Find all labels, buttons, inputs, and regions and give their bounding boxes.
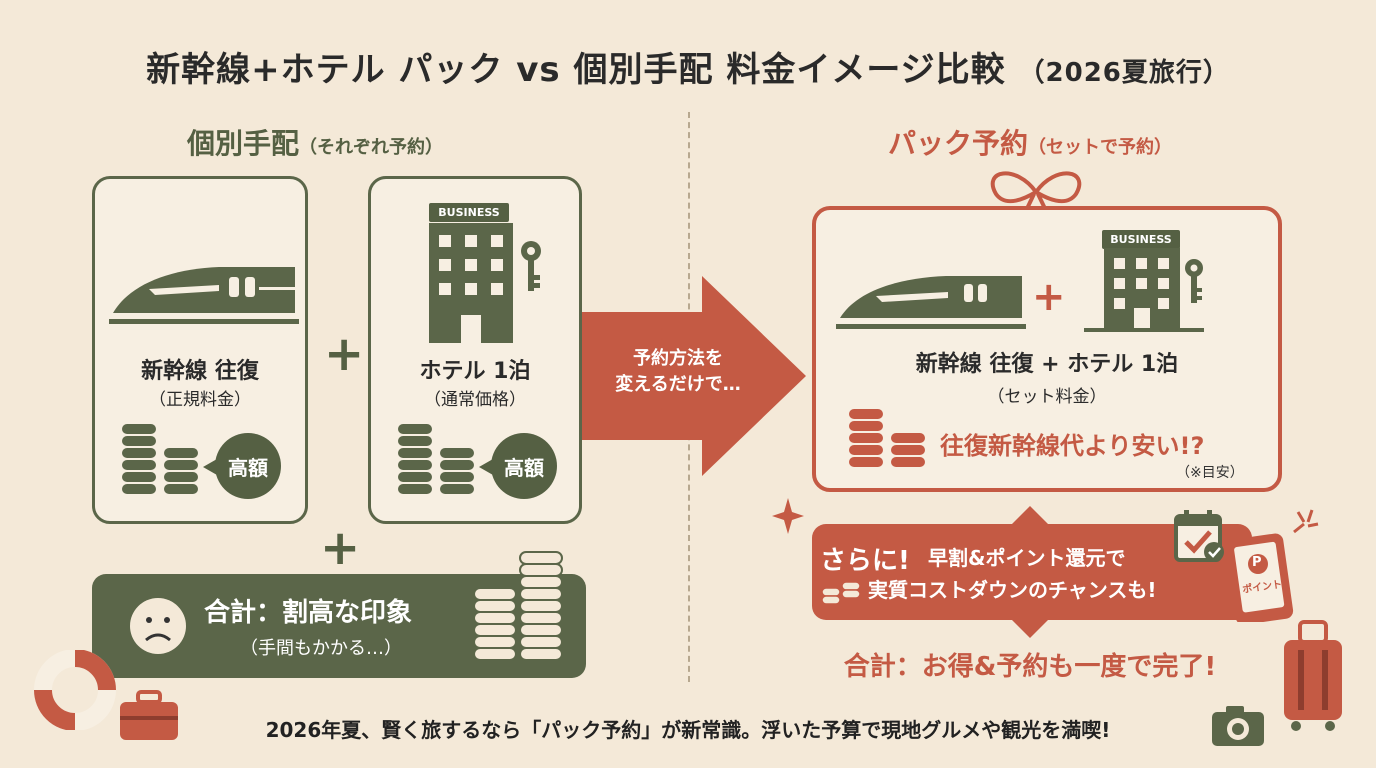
shinkansen-label: 新幹線 往復 xyxy=(141,359,259,384)
sparkle-lines-icon xyxy=(1293,509,1319,534)
coin-icon xyxy=(821,581,861,605)
calendar-check-icon xyxy=(1174,510,1224,562)
right-section-title: パック予約（セットで予約） xyxy=(887,127,1172,160)
pack-sub: （セット料金） xyxy=(987,387,1107,407)
plus-sign: + xyxy=(1032,274,1066,320)
left-section-title: 個別手配（それぞれ予約） xyxy=(186,127,443,160)
shinkansen-icon xyxy=(109,267,299,324)
expensive-bubble: 高額 xyxy=(203,433,281,499)
point-p-mark: P xyxy=(1252,555,1262,570)
footer-caption: 2026年夏、賢く旅するなら「パック予約」が新常識。浮いた予算で現地グルメや観光… xyxy=(265,718,1111,742)
rolling-suitcase-icon xyxy=(1284,620,1342,731)
sparkle-icon xyxy=(772,498,804,534)
banner-notches xyxy=(1010,506,1050,638)
title-main: 新幹線+ホテル パック vs 個別手配 料金イメージ比較 xyxy=(146,50,1006,90)
arrow-caption: 予約方法を 変えるだけで… xyxy=(615,348,741,395)
business-badge: BUSINESS xyxy=(429,203,509,222)
pack-label: 新幹線 往復 + ホテル 1泊 xyxy=(915,352,1179,377)
left-total-main: 合計：割高な印象 xyxy=(204,598,413,628)
estimate-note: （※目安） xyxy=(1176,465,1244,481)
title-sub: （2026夏旅行） xyxy=(1018,58,1230,88)
hotel-building-icon xyxy=(1084,248,1204,332)
business-badge: BUSINESS xyxy=(1102,230,1180,249)
camera-icon xyxy=(1212,706,1264,746)
pack-card xyxy=(812,206,1282,492)
right-section-sub: （セットで予約） xyxy=(1028,137,1172,158)
smartphone-icon: P ポイント xyxy=(1224,530,1296,622)
banner-line1: 早割&ポイント還元で xyxy=(928,546,1126,570)
shinkansen-sub: （正規料金） xyxy=(149,390,251,410)
hotel-card: BUSINESS ホテル 1泊 （通常価格） 高額 xyxy=(368,176,582,524)
life-ring-icon xyxy=(34,650,116,730)
suitcase-icon xyxy=(120,690,178,740)
page-title: 新幹線+ホテル パック vs 個別手配 料金イメージ比較 （2026夏旅行） xyxy=(0,42,1376,91)
left-section-sub: （それぞれ予約） xyxy=(299,137,443,158)
hotel-building-icon xyxy=(429,223,541,343)
shinkansen-card: 新幹線 往復 （正規料金） 高額 xyxy=(92,176,308,524)
plus-sign: + xyxy=(324,326,365,382)
shinkansen-icon xyxy=(836,276,1026,329)
banner-lead: さらに! xyxy=(820,546,910,576)
coin-stack-icon xyxy=(396,422,476,496)
plus-sign: + xyxy=(320,520,361,576)
coin-stack-icon xyxy=(473,551,563,661)
right-total: 合計：お得&予約も一度で完了! xyxy=(843,652,1217,682)
cheaper-text: 往復新幹線代より安い!? xyxy=(940,432,1205,460)
right-arrow-icon xyxy=(582,276,806,476)
hotel-sub: （通常価格） xyxy=(424,390,526,410)
coin-stack-icon xyxy=(847,407,927,469)
expensive-bubble: 高額 xyxy=(479,433,557,499)
sad-face-icon xyxy=(130,598,186,654)
coin-stack-icon xyxy=(120,422,200,496)
banner-line2: 実質コストダウンのチャンスも! xyxy=(868,578,1157,602)
hotel-label: ホテル 1泊 xyxy=(419,359,531,384)
left-total-sub: （手間もかかる…） xyxy=(240,638,402,659)
